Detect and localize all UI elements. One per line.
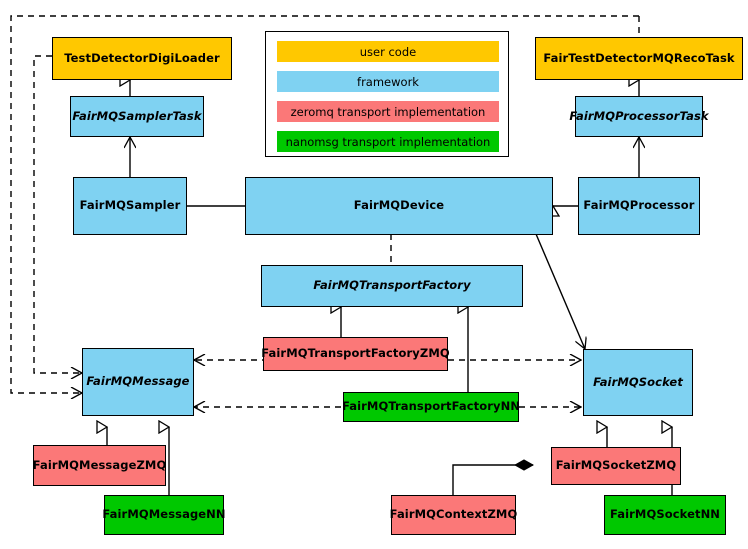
legend-label: nanomsg transport implementation xyxy=(285,134,491,149)
class-label: FairTestDetectorMQRecoTask xyxy=(543,50,735,65)
class-box-fairmq-transport-factory-nn[interactable]: FairMQTransportFactoryNN xyxy=(341,392,521,422)
class-box-fairmq-sampler-task[interactable]: FairMQSamplerTask xyxy=(70,96,204,137)
class-label: FairMQContextZMQ xyxy=(389,507,518,522)
class-label: FairMQTransportFactoryNN xyxy=(341,399,521,414)
class-box-fairmq-message[interactable]: FairMQMessage xyxy=(82,348,194,416)
legend-label: framework xyxy=(357,74,419,89)
class-box-fairmq-processor-task[interactable]: FairMQProcessorTask xyxy=(569,96,709,137)
class-box-fairmq-message-nn[interactable]: FairMQMessageNN xyxy=(102,495,226,535)
class-label: FairMQTransportFactoryZMQ xyxy=(261,346,450,361)
class-label: FairMQSocketZMQ xyxy=(555,458,677,473)
legend-item-nanomsg: nanomsg transport implementation xyxy=(277,131,499,152)
class-label: FairMQSampler xyxy=(79,198,181,213)
class-label: FairMQProcessorTask xyxy=(569,108,709,123)
class-box-fairmq-socket-zmq[interactable]: FairMQSocketZMQ xyxy=(551,447,681,485)
class-box-fairmq-socket-nn[interactable]: FairMQSocketNN xyxy=(604,495,726,535)
class-label: FairMQMessageZMQ xyxy=(32,457,167,472)
class-label: TestDetectorDigiLoader xyxy=(64,50,220,65)
class-label: FairMQTransportFactory xyxy=(313,278,471,293)
legend-label: user code xyxy=(359,44,417,59)
class-label: FairMQMessage xyxy=(86,374,190,389)
class-box-fairmq-sampler[interactable]: FairMQSampler xyxy=(73,177,187,235)
class-box-fairmq-transport-factory-zmq[interactable]: FairMQTransportFactoryZMQ xyxy=(261,337,450,371)
class-box-fair-test-detector-mq-reco-task[interactable]: FairTestDetectorMQRecoTask xyxy=(535,37,743,80)
class-box-fairmq-processor[interactable]: FairMQProcessor xyxy=(578,177,700,235)
legend-label: zeromq transport implementation xyxy=(290,104,486,119)
class-box-test-detector-digi-loader[interactable]: TestDetectorDigiLoader xyxy=(52,37,232,80)
class-box-fairmq-message-zmq[interactable]: FairMQMessageZMQ xyxy=(33,445,166,486)
legend-item-framework: framework xyxy=(277,71,499,92)
class-label: FairMQSamplerTask xyxy=(72,108,202,123)
class-box-fairmq-context-zmq[interactable]: FairMQContextZMQ xyxy=(389,495,518,535)
class-label: FairMQSocket xyxy=(593,374,683,389)
class-box-fairmq-transport-factory[interactable]: FairMQTransportFactory xyxy=(261,265,523,307)
class-box-fairmq-socket[interactable]: FairMQSocket xyxy=(583,349,693,416)
legend-panel: user code framework zeromq transport imp… xyxy=(265,31,509,157)
class-label: FairMQDevice xyxy=(353,198,445,213)
class-label: FairMQMessageNN xyxy=(102,507,226,522)
class-label: FairMQProcessor xyxy=(583,198,695,213)
legend-item-user-code: user code xyxy=(277,41,499,62)
legend-item-zeromq: zeromq transport implementation xyxy=(277,101,499,122)
class-box-fairmq-device[interactable]: FairMQDevice xyxy=(245,177,553,235)
class-label: FairMQSocketNN xyxy=(609,507,721,522)
